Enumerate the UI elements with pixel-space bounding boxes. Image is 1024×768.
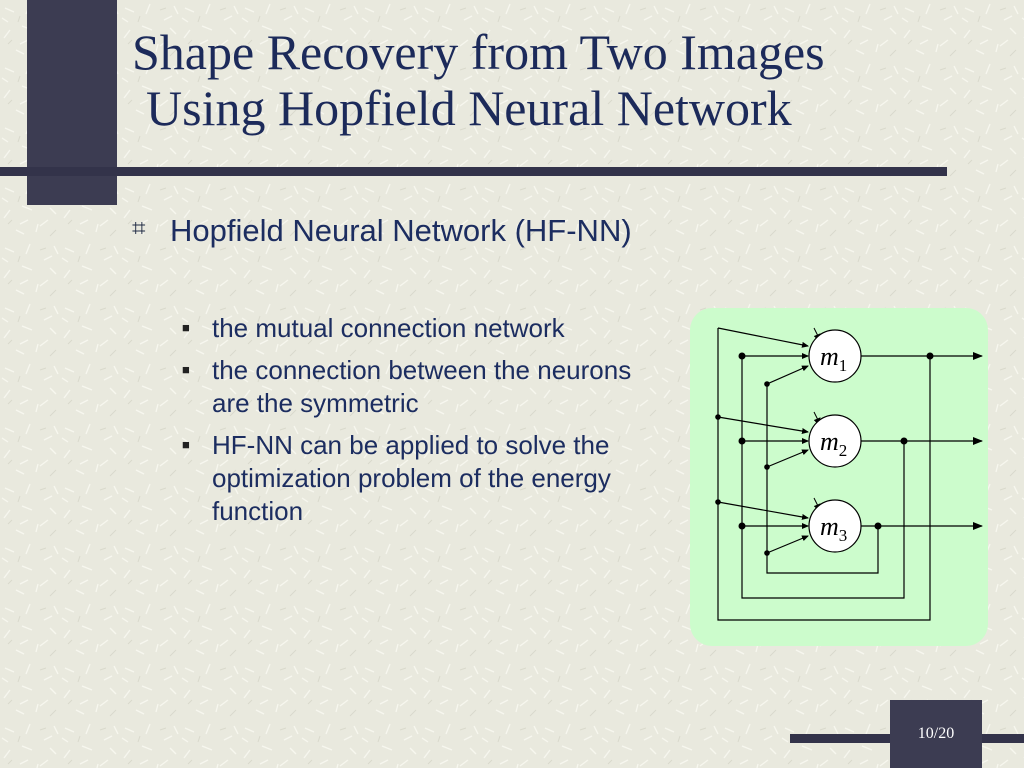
sub-bullet-list: ■ the mutual connection network ■ the co… — [182, 312, 702, 537]
sub-bullet-text: the mutual connection network — [212, 313, 565, 343]
sub-bullet-text: the connection between the neurons are t… — [212, 355, 632, 418]
svg-text:m3: m3 — [820, 512, 847, 545]
slide-title: Shape Recovery from Two Images Using Hop… — [132, 24, 1012, 136]
neuron-node-1: m1 — [808, 329, 862, 383]
page-number-box: 10/20 — [890, 700, 982, 768]
feedback-wires — [717, 328, 931, 621]
main-bullet-text: Hopfield Neural Network (HF-NN) — [170, 213, 632, 248]
svg-text:m1: m1 — [820, 342, 847, 375]
svg-text:m2: m2 — [820, 427, 847, 460]
square-bullet-icon: ■ — [182, 362, 190, 377]
list-item: ■ the connection between the neurons are… — [182, 354, 652, 420]
square-bullet-icon: ■ — [182, 437, 190, 452]
list-item: ■ HF-NN can be applied to solve the opti… — [182, 429, 702, 528]
title-underline-bar — [0, 167, 947, 176]
neuron-subscript: 2 — [839, 441, 848, 460]
neuron-subscript: 3 — [839, 526, 848, 545]
square-bullet-icon: ■ — [182, 320, 190, 335]
neuron-subscript: 1 — [839, 356, 848, 375]
title-line-1: Shape Recovery from Two Images — [132, 24, 825, 80]
neuron-node-3: m3 — [808, 499, 862, 553]
title-line-2: Using Hopfield Neural Network — [146, 80, 792, 136]
main-bullet: ⌗ Hopfield Neural Network (HF-NN) — [132, 212, 640, 250]
neuron-letter: m — [820, 427, 839, 456]
list-item: ■ the mutual connection network — [182, 312, 702, 345]
input-wires — [717, 327, 809, 554]
hopfield-network-diagram: m1 m2 m3 — [690, 308, 988, 646]
hash-bullet-icon: ⌗ — [132, 215, 146, 242]
sub-bullet-text: HF-NN can be applied to solve the optimi… — [212, 430, 611, 526]
neuron-letter: m — [820, 512, 839, 541]
page-number: 10/20 — [917, 725, 955, 742]
neuron-node-2: m2 — [808, 414, 862, 468]
junction-dots — [715, 352, 934, 556]
diagram-panel — [690, 308, 988, 646]
neuron-letter: m — [820, 342, 839, 371]
